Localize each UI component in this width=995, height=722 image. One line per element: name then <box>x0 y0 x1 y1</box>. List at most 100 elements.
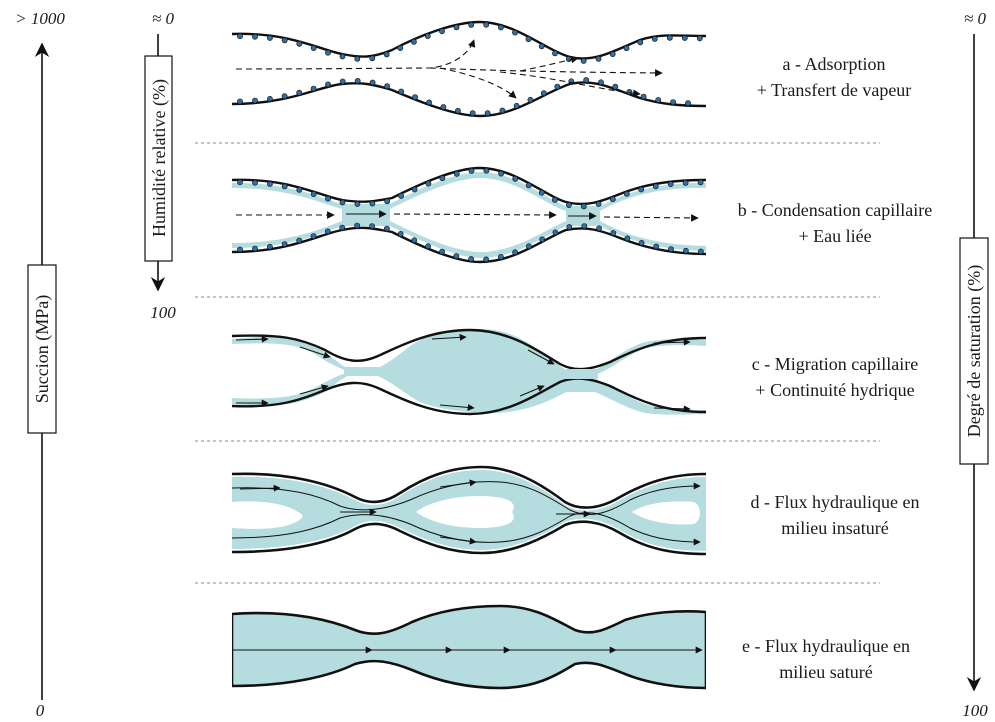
water-molecule-a-dots-3 <box>281 37 288 44</box>
water-molecule-a-dots-28 <box>637 39 644 46</box>
stage-a-wall-bottom <box>231 81 707 118</box>
water-molecule-b-dots-9 <box>369 223 375 229</box>
water-molecule-a-dots-17 <box>484 110 491 117</box>
water-molecule-b-dots-10 <box>383 225 390 232</box>
stage-d-pore: d - Flux hydraulique en milieu insaturé <box>231 465 919 556</box>
d-arrow-3 <box>239 484 281 492</box>
suction-bottom-value: 0 <box>36 701 45 720</box>
water-molecule-a-dots-9 <box>369 55 376 62</box>
water-molecule-b-dots-18 <box>497 253 504 260</box>
water-molecule-a-dots-5 <box>310 85 317 92</box>
water-molecule-a-dots-16 <box>468 21 475 28</box>
water-molecule-b-dots-15 <box>453 253 460 259</box>
water-molecule-b-dots-4 <box>296 186 303 193</box>
stage-a-line1: a - Adsorption <box>783 54 886 74</box>
water-molecule-a-dots-25 <box>598 79 604 86</box>
water-molecule-b-dots-32 <box>698 248 704 255</box>
water-molecule-a-dots-14 <box>440 104 447 110</box>
water-molecule-b-dots-8 <box>354 222 360 229</box>
stage-d-air-bubble-1 <box>232 501 303 529</box>
water-molecule-b-dots-11 <box>397 230 404 237</box>
c-arrow-5 <box>653 338 691 346</box>
c-arrow-3 <box>431 333 467 341</box>
stage-b-adsorbed-molecules <box>237 167 704 263</box>
water-molecule-a-dots-22 <box>554 83 561 90</box>
water-molecule-a-dots-26 <box>609 51 616 57</box>
stage-b-meniscus-1 <box>342 204 390 226</box>
saturation-bottom-value: 100 <box>962 701 988 720</box>
water-molecule-a-dots-27 <box>626 89 633 95</box>
water-molecule-b-dots-5 <box>310 233 317 239</box>
c-arrow-9 <box>519 385 545 397</box>
c-arrow-2 <box>299 346 331 359</box>
water-molecule-b-dots-24 <box>581 223 588 229</box>
water-molecule-a-dots-9 <box>369 79 376 86</box>
water-molecule-b-dots-16 <box>468 256 474 262</box>
water-molecule-a-dots-21 <box>538 43 545 50</box>
saturation-top-value: ≈ 0 <box>964 9 987 28</box>
water-molecule-b-dots-0 <box>237 179 243 186</box>
water-molecule-b-dots-25 <box>595 201 602 207</box>
water-molecule-a-dots-22 <box>552 50 558 57</box>
water-molecule-b-dots-7 <box>339 224 346 231</box>
stage-c-wall-top <box>231 328 707 371</box>
water-molecule-b-dots-27 <box>623 190 630 197</box>
c-arrow-4 <box>527 349 555 365</box>
water-molecule-a-dots-18 <box>499 107 506 114</box>
water-molecule-a-dots-30 <box>666 34 673 41</box>
vapour-path-3 <box>439 67 517 99</box>
water-molecule-b-dots-30 <box>668 246 674 252</box>
stage-c-bridge-2 <box>566 369 598 379</box>
water-molecule-a-dots-20 <box>525 36 532 43</box>
water-molecule-b-dots-14 <box>439 175 446 182</box>
water-molecule-b-dots-26 <box>609 196 616 203</box>
water-molecule-b-dots-21 <box>539 236 546 243</box>
saturation-label-box <box>959 237 989 465</box>
humidity-label-box <box>144 55 173 262</box>
water-molecule-a-dots-10 <box>384 83 390 90</box>
d-flow-line-2 <box>231 512 701 546</box>
stage-e-line2: milieu saturé <box>779 662 872 682</box>
water-molecule-a-dots-12 <box>410 38 417 45</box>
water-molecule-b-dots-9 <box>369 200 376 207</box>
water-molecule-a-dots-2 <box>266 35 273 41</box>
water-molecule-b-dots-3 <box>281 241 288 247</box>
water-molecule-a-dots-11 <box>397 45 404 51</box>
water-molecule-b-dots-1 <box>252 245 258 252</box>
water-molecule-b-dots-31 <box>683 247 689 254</box>
water-molecule-b-dots-8 <box>354 201 361 207</box>
suction-label-box <box>27 264 57 434</box>
stage-c-flow-arrows <box>235 333 691 413</box>
water-molecule-a-dots-19 <box>513 102 520 109</box>
water-molecule-a-dots-27 <box>623 45 630 52</box>
water-molecule-a-dots-8 <box>354 55 361 62</box>
water-molecule-b-dots-17 <box>483 256 489 263</box>
saturation-axis: ≈ 0 Degré de saturation (%) 100 <box>959 9 989 720</box>
water-molecule-b-dots-24 <box>580 203 587 210</box>
water-molecule-b-dots-7 <box>339 199 346 206</box>
water-molecule-b-dots-15 <box>453 170 460 177</box>
water-molecule-a-dots-7 <box>339 53 346 60</box>
water-molecule-a-dots-24 <box>583 77 590 83</box>
stage-d-wall-top <box>231 465 707 509</box>
c-arrow-7 <box>299 384 329 395</box>
water-molecule-b-dots-29 <box>653 243 660 250</box>
water-molecule-b-dots-5 <box>310 191 317 197</box>
water-molecule-a-dots-16 <box>469 110 476 117</box>
water-molecule-b-dots-16 <box>468 167 475 174</box>
water-molecule-b-dots-22 <box>552 196 558 203</box>
stage-b-pore: b - Condensation capillaire + Eau liée <box>231 166 932 264</box>
water-molecule-a-dots-28 <box>640 93 647 100</box>
stage-c-line1: c - Migration capillaire <box>752 354 918 374</box>
water-molecule-a-dots-0 <box>237 33 243 40</box>
c-arrow-8 <box>439 403 475 411</box>
stage-e-pore: e - Flux hydraulique en milieu saturé <box>226 600 910 692</box>
water-molecule-a-dots-29 <box>655 97 662 103</box>
stage-d-flow-lines <box>231 479 701 546</box>
stage-d-air-bubble-2 <box>416 496 514 528</box>
b-path-3 <box>393 211 557 219</box>
water-molecule-b-dots-17 <box>483 167 490 174</box>
water-molecule-a-dots-29 <box>651 36 658 42</box>
water-molecule-b-dots-1 <box>252 179 258 186</box>
stage-a-wall-top <box>231 20 707 60</box>
